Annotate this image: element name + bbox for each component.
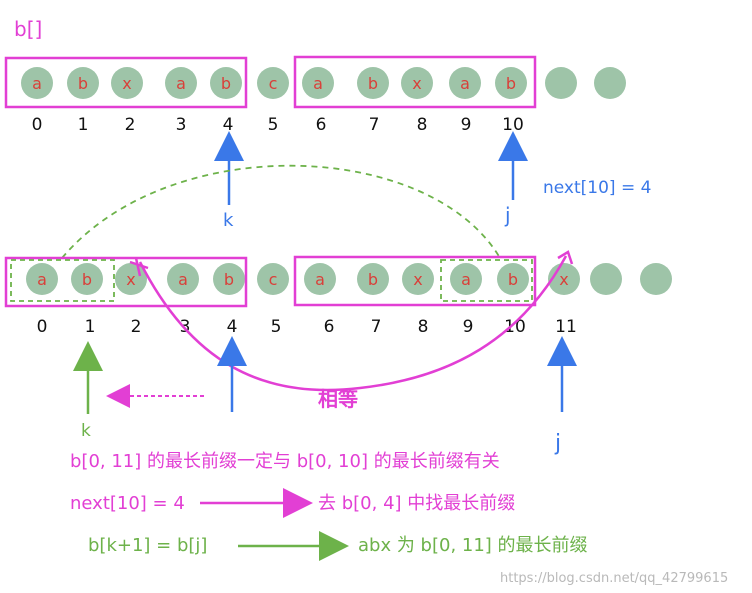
index-label: 6 xyxy=(316,115,327,135)
cell-circle xyxy=(21,67,53,99)
bottom-j-label: j xyxy=(554,431,561,456)
cell-circle xyxy=(210,67,242,99)
cell-char: b xyxy=(82,270,92,289)
cell-char: a xyxy=(315,270,325,289)
cell-circle xyxy=(302,67,334,99)
index-label: 2 xyxy=(131,317,142,337)
note-line-3-right: abx 为 b[0, 11] 的最长前缀 xyxy=(358,535,588,556)
index-label: 5 xyxy=(271,317,282,337)
cell-char: a xyxy=(176,74,186,93)
cell-circle xyxy=(401,67,433,99)
cell-circle xyxy=(213,263,245,295)
index-label: 0 xyxy=(32,115,43,135)
cell-char: x xyxy=(559,270,568,289)
index-label: 1 xyxy=(85,317,96,337)
note-line-2-left: next[10] = 4 xyxy=(70,493,185,514)
bottom-k-label: k xyxy=(81,421,91,441)
bottom-suffix-box xyxy=(293,255,537,307)
index-label: 3 xyxy=(176,115,187,135)
cell-circle xyxy=(497,263,529,295)
cell-circle xyxy=(26,263,58,295)
index-label: 7 xyxy=(371,317,382,337)
array-label: b[] xyxy=(14,17,42,41)
top-row-indices: 0 1 2 3 4 5 6 7 8 9 10 xyxy=(32,115,524,135)
prefix-suffix-arc xyxy=(61,164,501,259)
top-k-label: k xyxy=(223,210,234,231)
cell-circle xyxy=(590,263,622,295)
index-label: 10 xyxy=(502,115,524,135)
note-line-2-right: 去 b[0, 4] 中找最长前缀 xyxy=(318,493,515,514)
cell-circle xyxy=(167,263,199,295)
cell-char: a xyxy=(37,270,47,289)
cell-circle xyxy=(402,263,434,295)
bottom-suffix-ab-dashed-box xyxy=(440,259,533,302)
index-label: 9 xyxy=(463,317,474,337)
index-label: 5 xyxy=(268,115,279,135)
cell-circle xyxy=(357,263,389,295)
cell-char: a xyxy=(313,74,323,93)
index-label: 7 xyxy=(369,115,380,135)
cell-circle xyxy=(165,67,197,99)
index-label: 9 xyxy=(461,115,472,135)
cell-circle xyxy=(257,67,289,99)
watermark: https://blog.csdn.net/qq_42799615 xyxy=(500,571,728,586)
top-prefix-box xyxy=(4,56,248,109)
equal-label: 相等 xyxy=(318,387,358,411)
cell-circle xyxy=(67,67,99,99)
cell-circle xyxy=(257,263,289,295)
cell-char: a xyxy=(178,270,188,289)
cell-circle xyxy=(111,67,143,99)
index-label: 11 xyxy=(555,317,577,337)
top-suffix-box xyxy=(293,55,537,109)
cell-char: c xyxy=(269,74,278,93)
index-label: 0 xyxy=(37,317,48,337)
bottom-prefix-box xyxy=(4,256,248,308)
index-label: 8 xyxy=(418,317,429,337)
cell-circle xyxy=(594,67,626,99)
cell-char: a xyxy=(32,74,42,93)
cell-circle xyxy=(71,263,103,295)
cell-char: x xyxy=(122,74,131,93)
cell-char: c xyxy=(269,270,278,289)
cell-char: b xyxy=(508,270,518,289)
index-label: 6 xyxy=(324,317,335,337)
cell-char: x xyxy=(413,270,422,289)
cell-char: b xyxy=(78,74,88,93)
index-label: 2 xyxy=(125,115,136,135)
cell-char: a xyxy=(460,74,470,93)
next-note: next[10] = 4 xyxy=(543,178,651,198)
cell-circle xyxy=(304,263,336,295)
compare-arc-head-left xyxy=(129,257,149,277)
cell-circle xyxy=(449,67,481,99)
index-label: 4 xyxy=(223,115,234,135)
cell-char: b xyxy=(368,74,378,93)
cell-char: b xyxy=(221,74,231,93)
index-label: 1 xyxy=(78,115,89,135)
index-label: 10 xyxy=(504,317,526,337)
note-line-3-left: b[k+1] = b[j] xyxy=(88,535,207,556)
cell-char: b xyxy=(506,74,516,93)
cell-char: b xyxy=(224,270,234,289)
cell-char: x xyxy=(126,270,135,289)
cell-circle xyxy=(450,263,482,295)
cell-circle xyxy=(545,67,577,99)
compare-arc-head-right xyxy=(557,250,574,265)
top-j-label: j xyxy=(504,203,511,227)
cell-char: b xyxy=(368,270,378,289)
index-label: 4 xyxy=(227,317,238,337)
cell-circle xyxy=(357,67,389,99)
cell-char: x xyxy=(412,74,421,93)
note-line-1: b[0, 11] 的最长前缀一定与 b[0, 10] 的最长前缀有关 xyxy=(70,451,500,472)
compare-arc xyxy=(138,255,568,392)
cell-circle xyxy=(640,263,672,295)
cell-circle xyxy=(495,67,527,99)
cell-char: a xyxy=(461,270,471,289)
index-label: 8 xyxy=(417,115,428,135)
